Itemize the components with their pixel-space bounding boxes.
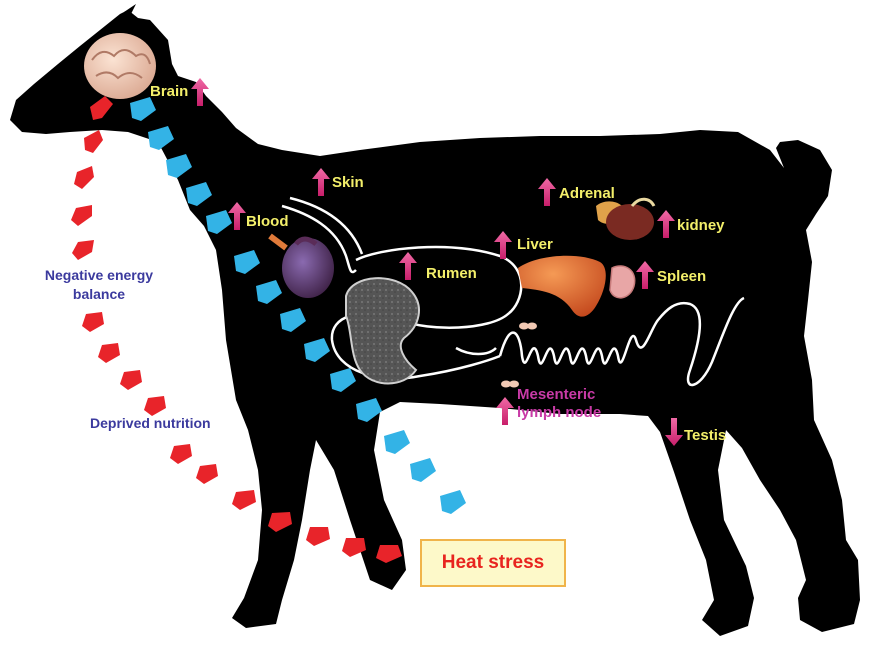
- skin-label: Skin: [332, 174, 364, 191]
- lymph-node-label: lymph node: [517, 404, 601, 421]
- heat-stress-label: Heat stress: [442, 552, 544, 574]
- brain-image: [84, 33, 156, 99]
- blood-label: Blood: [246, 213, 289, 230]
- rumen-label: Rumen: [426, 265, 477, 282]
- negative-energy-line1: Negative energy: [36, 267, 162, 283]
- mesenteric-label: Mesenteric: [517, 386, 595, 403]
- negative-energy-line2: balance: [36, 286, 162, 302]
- negative-energy-label: Negative energy balance: [36, 267, 162, 302]
- spleen-label: Spleen: [657, 268, 706, 285]
- testis-label: Testis: [684, 427, 726, 444]
- brain-label: Brain: [150, 83, 188, 100]
- adrenal-label: Adrenal: [559, 185, 615, 202]
- deprived-nutrition-label: Deprived nutrition: [90, 415, 211, 431]
- heat-stress-box: Heat stress: [420, 539, 566, 587]
- liver-label: Liver: [517, 236, 553, 253]
- spleen-image: [610, 266, 635, 298]
- kidney-label: kidney: [677, 217, 725, 234]
